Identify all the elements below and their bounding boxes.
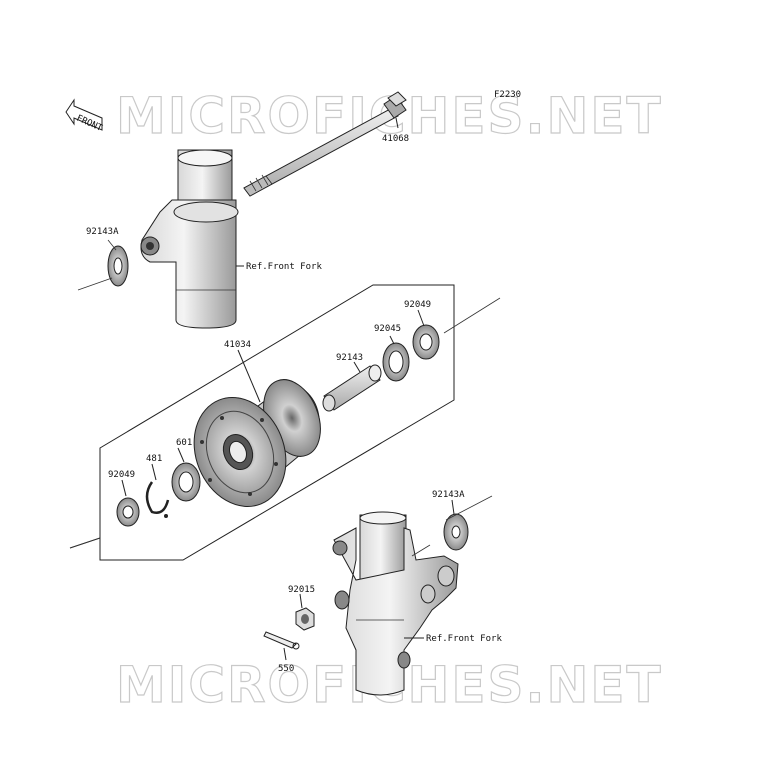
ref-front-fork-upper: Ref.Front Fork: [246, 262, 322, 272]
label-axle: 41068: [382, 134, 409, 144]
collar-left-part: [107, 245, 129, 287]
front-fork-right: [332, 511, 459, 696]
label-bearing-right: 92045: [374, 324, 401, 334]
cotter-pin-part: [263, 631, 300, 650]
label-collar-right: 92143A: [432, 490, 465, 500]
nut-part: [295, 607, 315, 631]
label-spacer: 92143: [336, 353, 363, 363]
ref-front-fork-lower: Ref.Front Fork: [426, 634, 502, 644]
label-seal-right: 92049: [404, 300, 431, 310]
figure-code: F2230: [494, 90, 521, 100]
collar-right-part: [443, 513, 469, 551]
seal-left-part: [116, 497, 140, 527]
front-fork-left: [140, 149, 239, 329]
hub-part: [193, 379, 321, 507]
circlip-part: [145, 481, 170, 518]
label-bearing-left: 601: [176, 438, 192, 448]
label-nut: 92015: [288, 585, 315, 595]
label-cotter-pin: 550: [278, 664, 294, 674]
seal-right-part: [412, 324, 440, 360]
label-circlip: 481: [146, 454, 162, 464]
bearing-right-part: [382, 342, 410, 382]
bearing-left-part: [171, 462, 201, 502]
front-arrow-icon: FRONT: [65, 98, 104, 134]
label-collar-left: 92143A: [86, 227, 119, 237]
axle-part: [243, 91, 407, 197]
label-seal-left: 92049: [108, 470, 135, 480]
label-hub: 41034: [224, 340, 251, 350]
spacer-part: [322, 364, 382, 412]
